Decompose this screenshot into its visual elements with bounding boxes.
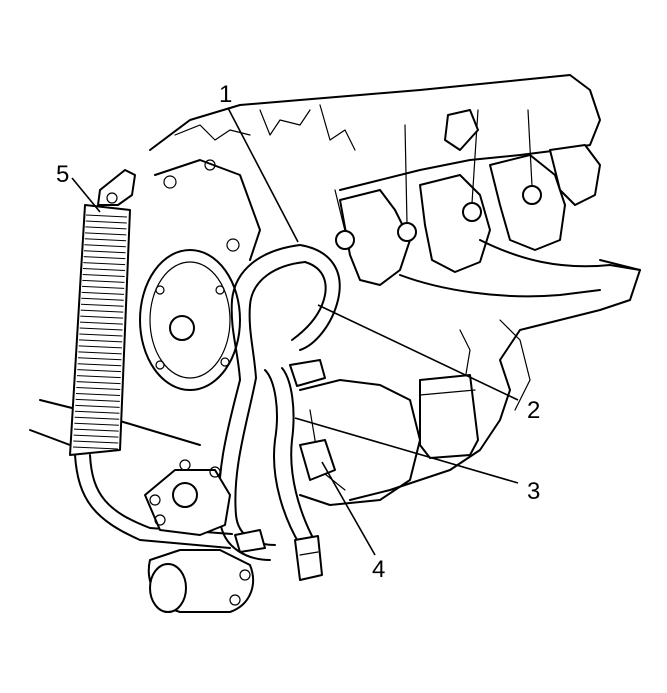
cooler-fin — [79, 321, 123, 325]
cooler-fin — [80, 315, 124, 319]
cooler-fin — [74, 410, 120, 414]
cooler-fin — [81, 285, 125, 289]
leader-line-2 — [317, 304, 519, 401]
cooler-fin — [76, 381, 121, 385]
power-steering-cooler — [69, 169, 233, 549]
cooler-fin — [75, 392, 121, 396]
callout-labels: 1 2 3 4 5 — [56, 81, 540, 583]
cooler-fin — [85, 214, 128, 218]
callout-5: 5 — [56, 161, 69, 188]
leader-line-5 — [71, 177, 101, 213]
cooler-fin — [72, 446, 119, 450]
cooler-fin — [82, 273, 125, 277]
cooler-fin — [84, 238, 127, 242]
cooler-fin — [81, 291, 125, 295]
cooler-fin — [84, 244, 126, 248]
cooler-fin — [78, 339, 123, 343]
cooler-fin — [75, 404, 120, 408]
leader-line-4 — [321, 461, 376, 556]
water-pump-pulley — [139, 159, 261, 391]
cooler-fin — [81, 297, 124, 301]
cooler-fin — [75, 398, 120, 402]
cooler-fin — [77, 363, 122, 367]
cooler-fin — [78, 351, 122, 355]
cooler-fin — [73, 428, 119, 432]
cooler-fin — [85, 226, 127, 230]
callout-2: 2 — [527, 397, 540, 424]
cooler-fin — [79, 327, 123, 331]
cooler-fin — [74, 416, 120, 420]
exhaust-manifold — [334, 109, 641, 298]
cooler-fin — [83, 250, 126, 254]
cooler-fin — [77, 357, 122, 361]
steering-gear-and-pump — [144, 459, 266, 613]
leader-line-3 — [294, 417, 519, 484]
cooler-fin — [80, 309, 124, 313]
cooler-fin — [83, 262, 126, 266]
cooler-fin — [80, 303, 124, 307]
cooler-fin — [73, 440, 119, 444]
cooler-fin — [78, 345, 122, 349]
leader-lines — [71, 107, 519, 556]
cooler-fin — [84, 232, 127, 236]
engine-block — [29, 74, 641, 506]
callout-4: 4 — [372, 556, 385, 583]
cooler-fins — [72, 214, 128, 450]
cooler-fin — [76, 375, 121, 379]
cooler-fin — [73, 434, 119, 438]
cooler-fin — [85, 220, 127, 224]
leader-line-1 — [227, 107, 299, 243]
cooler-fin — [82, 268, 125, 272]
cooler-fin — [83, 256, 126, 260]
cooler-fin — [76, 387, 121, 391]
callout-3: 3 — [527, 478, 540, 505]
cooler-fin — [79, 333, 123, 337]
cooler-fin — [77, 369, 122, 373]
callout-1: 1 — [219, 81, 232, 108]
cooler-fin — [74, 422, 119, 426]
cooler-fin — [82, 279, 125, 283]
